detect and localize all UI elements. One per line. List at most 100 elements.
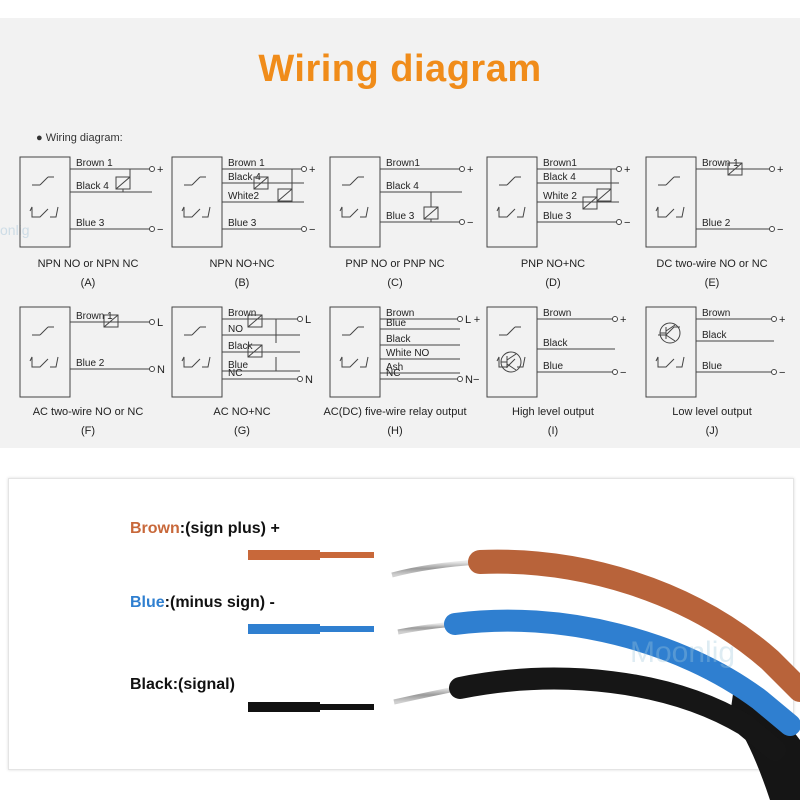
legend-blue: Blue:(minus sign) - (130, 594, 275, 612)
diagram-letter: (D) (545, 277, 560, 289)
coil-icon (727, 162, 743, 176)
terminal-icon (771, 369, 777, 375)
terminal-icon (457, 316, 463, 322)
switch-icon (29, 356, 59, 368)
terminal-icon (459, 219, 465, 225)
diagram-letter: (C) (387, 277, 402, 289)
diagram-caption: AC(DC) five-wire relay output (H) (323, 406, 466, 437)
wire-line (277, 188, 293, 202)
legend-brown-name: Brown (130, 520, 180, 537)
coil-icon (103, 314, 119, 328)
wire-line (39, 176, 49, 186)
wire-label-1: Blue (386, 318, 406, 329)
wire-line (423, 206, 439, 220)
switch-icon (655, 206, 685, 218)
terminal-minus: N (157, 364, 165, 376)
page-title: Wiring diagram (258, 48, 542, 90)
diagram-caption-text: PNP NO+NC (521, 258, 585, 270)
wire-line (665, 334, 676, 342)
legend-brown-swatch (248, 550, 320, 560)
wire-line (506, 363, 517, 371)
wire-label-2: Blue 3 (76, 218, 105, 229)
switch-icon (496, 206, 526, 218)
sensor-box (645, 156, 697, 248)
wire-label-4: NC (228, 368, 242, 379)
wire-label-0: Brown 1 (228, 158, 265, 169)
wire-label-1: Black (702, 330, 727, 341)
terminal-plus: L + (465, 314, 480, 326)
sensor-box (329, 156, 381, 248)
terminal-icon (457, 376, 463, 382)
diagram-caption: NPN NO+NC(B) (209, 258, 274, 289)
terminal-minus: − (779, 367, 785, 379)
terminal-plus: + (467, 164, 473, 176)
wire-label-0: Brown 1 (702, 158, 739, 169)
diagram-caption: Low level output(J) (672, 406, 752, 437)
switch-icon (655, 356, 685, 368)
terminal-minus: − (777, 224, 783, 236)
legend-blue-swatch (248, 624, 320, 634)
switch-icon (339, 206, 369, 218)
terminal-icon (459, 166, 465, 172)
wire-label-0: Brown (228, 308, 256, 319)
terminal-plus: L (157, 317, 163, 329)
watermark-top: onlig (0, 222, 30, 238)
wire-line (596, 188, 612, 202)
terminal-icon (149, 226, 155, 232)
wire-label-5: NC (386, 368, 400, 379)
insulated-wire-brown (468, 549, 800, 702)
terminal-minus: − (467, 217, 473, 229)
diagram-letter: (B) (235, 277, 250, 289)
coil-icon (277, 188, 293, 202)
terminal-minus: N (305, 374, 313, 386)
wire-label-0: Brown 1 (76, 158, 113, 169)
coil-icon (596, 188, 612, 202)
legend-brown-swatch-thin (320, 552, 374, 558)
wire-line (349, 176, 359, 186)
diagram-caption-text: AC(DC) five-wire relay output (323, 406, 466, 418)
terminal-icon (301, 166, 307, 172)
diagram-caption: DC two-wire NO or NC(E) (656, 258, 767, 289)
wire-label-0: Brown1 (543, 158, 577, 169)
wire-label-1: NO (228, 324, 243, 335)
wire-line (665, 326, 675, 336)
switch-icon (181, 356, 211, 368)
terminal-icon (771, 316, 777, 322)
diagram-caption-text: DC two-wire NO or NC (656, 258, 767, 270)
legend-black: Black:(signal) (130, 676, 235, 694)
coil-icon (253, 176, 269, 190)
wire-label-1: Black 4 (76, 181, 109, 192)
terminal-plus: L (305, 314, 311, 326)
wire-line (506, 353, 517, 361)
diagram-letter: (J) (706, 425, 719, 437)
wire-label-1: Blue 2 (702, 218, 731, 229)
wire-line (253, 176, 269, 190)
wire-line (506, 176, 516, 186)
terminal-plus: + (620, 314, 626, 326)
wire-line (582, 196, 598, 210)
wire-label-2: Black (228, 341, 253, 352)
diagram-caption: AC NO+NC(G) (213, 406, 270, 437)
diagram-caption: NPN NO or NPN NC(A) (38, 258, 139, 289)
wire-label-2: Black (386, 334, 411, 345)
terminal-icon (769, 166, 775, 172)
wire-label-3: Blue 3 (228, 218, 257, 229)
wire-label-1: Blue 2 (76, 358, 105, 369)
diagram-caption-text: PNP NO or PNP NC (345, 258, 444, 270)
switch-icon (496, 356, 526, 368)
switch-icon (181, 206, 211, 218)
diagram-letter: (H) (387, 425, 402, 437)
terminal-minus: − (624, 217, 630, 229)
wire-label-2: Blue (702, 361, 722, 372)
diagram-letter: (F) (81, 425, 95, 437)
coil-icon (582, 196, 598, 210)
wire-label-1: Black 4 (386, 181, 419, 192)
wire-label-1: Black (543, 338, 568, 349)
diagram-caption-text: High level output (512, 406, 594, 418)
watermark: Moonlig (630, 636, 736, 669)
diagram-letter: (A) (81, 277, 96, 289)
transistor-i (500, 351, 522, 373)
